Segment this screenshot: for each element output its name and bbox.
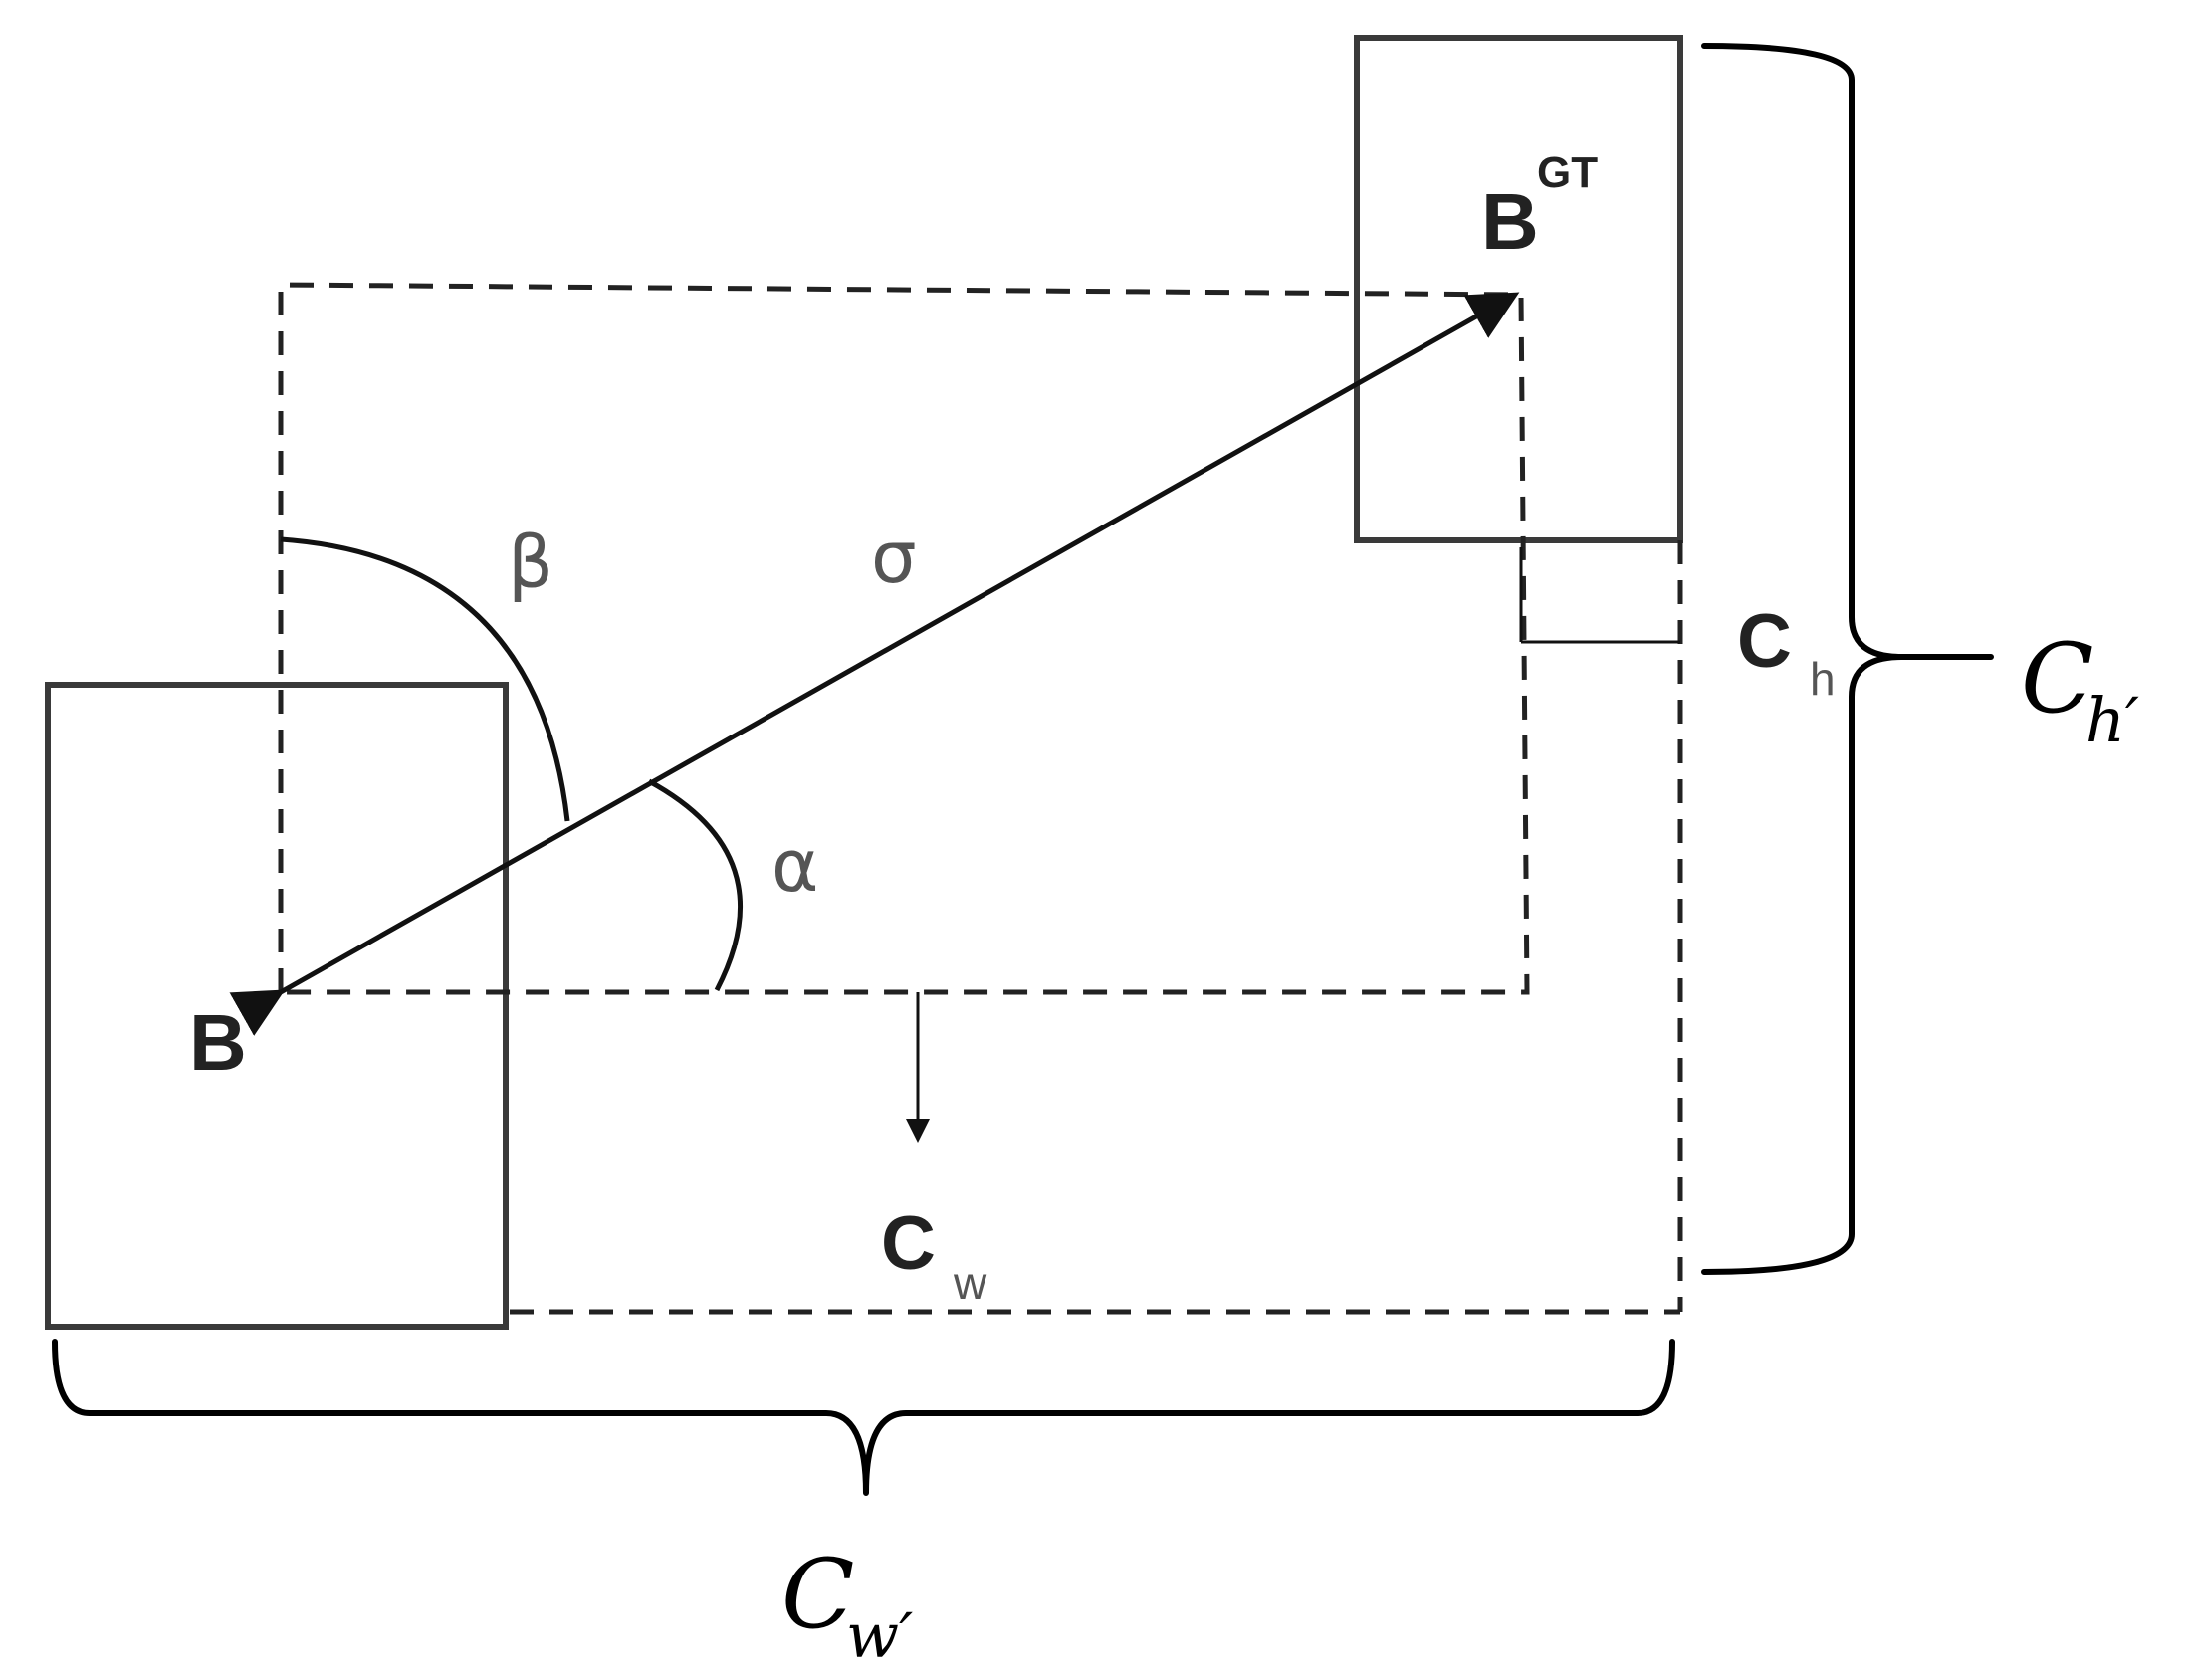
predicted-box — [45, 682, 509, 1330]
label-b: B — [189, 998, 247, 1087]
label-alpha: α — [771, 824, 818, 908]
alpha-arc — [647, 778, 744, 992]
ground-truth-box — [1354, 35, 1683, 543]
label-c-h: C — [1737, 599, 1792, 684]
label-c-h-prime: C — [2021, 623, 2093, 735]
beta-arc — [280, 536, 570, 822]
label-c-w: C — [881, 1201, 936, 1286]
label-sigma: σ — [871, 516, 917, 599]
label-beta: β — [508, 521, 553, 604]
center-distance-line — [229, 292, 1520, 1036]
label-c-w-prime: C — [781, 1539, 854, 1650]
label-b-gt: B — [1481, 177, 1539, 266]
height-brace — [1701, 43, 1994, 1275]
width-brace — [52, 1339, 1675, 1496]
label-b-gt-superscript: GT — [1537, 148, 1598, 197]
label-c-h-subscript: h — [1810, 653, 1836, 705]
label-c-h-prime-subscript: h′ — [2085, 684, 2139, 756]
label-c-w-subscript: w — [953, 1257, 987, 1309]
label-c-w-prime-subscript: w′ — [846, 1599, 913, 1672]
